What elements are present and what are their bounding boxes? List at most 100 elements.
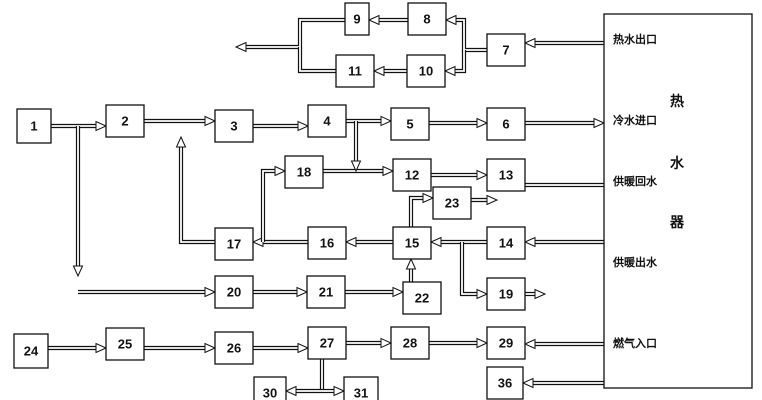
block-36-frame xyxy=(486,366,524,400)
block-25-label: 25 xyxy=(118,337,132,352)
block-24-frame xyxy=(13,333,49,369)
connector-20 xyxy=(345,286,405,298)
block-19-label: 19 xyxy=(499,287,513,302)
arrowhead xyxy=(350,160,362,173)
block-30-label: 30 xyxy=(263,386,277,400)
block-14-frame xyxy=(486,226,526,260)
block-16: 16 xyxy=(307,226,347,260)
water-heater: 热 水 器 热水出口 冷水进口 供暖回水 供暖出水 燃气入口 xyxy=(603,13,753,389)
heater-title-char-3: 器 xyxy=(669,214,685,230)
arrowhead xyxy=(95,120,108,132)
arrowhead xyxy=(486,194,499,206)
arrowhead xyxy=(443,65,456,77)
block-11-frame xyxy=(335,54,375,88)
connector-30 xyxy=(408,192,435,227)
connector-22 xyxy=(431,169,489,181)
block-6: 6 xyxy=(486,107,526,141)
arrowhead xyxy=(476,169,489,181)
block-22: 22 xyxy=(402,281,442,315)
block-1-label: 1 xyxy=(30,119,37,134)
block-22-frame xyxy=(402,281,442,315)
connector-28 xyxy=(175,135,215,245)
block-28: 28 xyxy=(390,326,430,360)
block-12: 12 xyxy=(392,158,432,192)
block-20-label: 20 xyxy=(227,285,241,300)
block-16-label: 16 xyxy=(320,236,334,251)
connector-3 xyxy=(253,120,310,132)
block-4-label: 4 xyxy=(323,114,331,129)
arrowhead xyxy=(333,385,346,397)
block-16-frame xyxy=(307,226,347,260)
block-26-frame xyxy=(214,331,254,365)
arrowhead xyxy=(523,338,536,350)
block-5-frame xyxy=(390,107,430,141)
port-gas-inlet: 燃气入口 xyxy=(612,336,657,350)
block-10-label: 10 xyxy=(419,64,433,79)
connector-34 xyxy=(48,342,108,354)
connector-18 xyxy=(78,286,217,298)
arrowhead xyxy=(372,65,385,77)
block-2-frame xyxy=(105,104,145,138)
port-heating-return: 供暖回水 xyxy=(612,174,658,188)
block-1: 1 xyxy=(16,108,52,144)
connector-16-line-inner xyxy=(299,47,336,72)
block-20-frame xyxy=(214,275,254,309)
arrowhead xyxy=(95,342,108,354)
connector-21 xyxy=(405,257,417,282)
block-31-frame xyxy=(343,376,379,400)
arrowhead xyxy=(429,236,442,248)
block-2: 2 xyxy=(105,104,145,138)
arrowhead xyxy=(521,377,534,389)
block-2-label: 2 xyxy=(121,114,128,129)
block-17-frame xyxy=(214,227,254,261)
connector-15 xyxy=(234,17,345,53)
connector-16-line-outer xyxy=(297,47,336,74)
connector-38 xyxy=(429,337,489,349)
arrowhead xyxy=(444,14,457,26)
connector-39 xyxy=(521,377,604,389)
connector-32-line-inner xyxy=(461,242,479,295)
connector-2 xyxy=(144,115,217,127)
connector-19 xyxy=(253,286,309,298)
connector-42 xyxy=(322,385,346,397)
block-28-frame xyxy=(390,326,430,360)
block-25: 25 xyxy=(105,327,145,361)
block-10-frame xyxy=(406,54,446,88)
arrowhead xyxy=(382,165,395,177)
arrowhead xyxy=(523,236,536,248)
block-8: 8 xyxy=(407,2,447,36)
block-20: 20 xyxy=(214,275,254,309)
connector-15-line-outer xyxy=(244,17,345,50)
arrowhead xyxy=(344,236,357,248)
block-36: 36 xyxy=(486,366,524,400)
block-6-label: 6 xyxy=(502,117,509,132)
block-3: 3 xyxy=(214,109,254,143)
block-21-label: 21 xyxy=(319,285,333,300)
block-30: 30 xyxy=(253,376,287,400)
heater-title-char-1: 热 xyxy=(670,93,684,109)
connector-23 xyxy=(323,165,395,177)
connector-9 xyxy=(523,236,604,248)
block-9: 9 xyxy=(344,2,370,36)
connector-32 xyxy=(459,242,489,300)
connector-29-line-inner xyxy=(262,170,277,242)
arrowhead xyxy=(405,257,417,270)
arrowhead xyxy=(297,342,310,354)
connector-14 xyxy=(372,65,407,77)
arrowhead xyxy=(274,165,287,177)
port-hot-water-outlet: 热水出口 xyxy=(613,32,657,46)
connector-37 xyxy=(346,337,393,349)
block-29: 29 xyxy=(486,326,526,360)
block-13-frame xyxy=(486,158,526,192)
block-18: 18 xyxy=(284,155,324,189)
block-9-frame xyxy=(344,2,370,36)
connector-24 xyxy=(350,121,362,173)
arrowhead xyxy=(422,192,435,204)
arrowhead xyxy=(392,286,405,298)
block-26-label: 26 xyxy=(227,341,241,356)
block-5-label: 5 xyxy=(406,117,413,132)
block-15-frame xyxy=(392,226,432,260)
arrowhead xyxy=(367,14,380,26)
block-7-label: 7 xyxy=(502,43,509,58)
